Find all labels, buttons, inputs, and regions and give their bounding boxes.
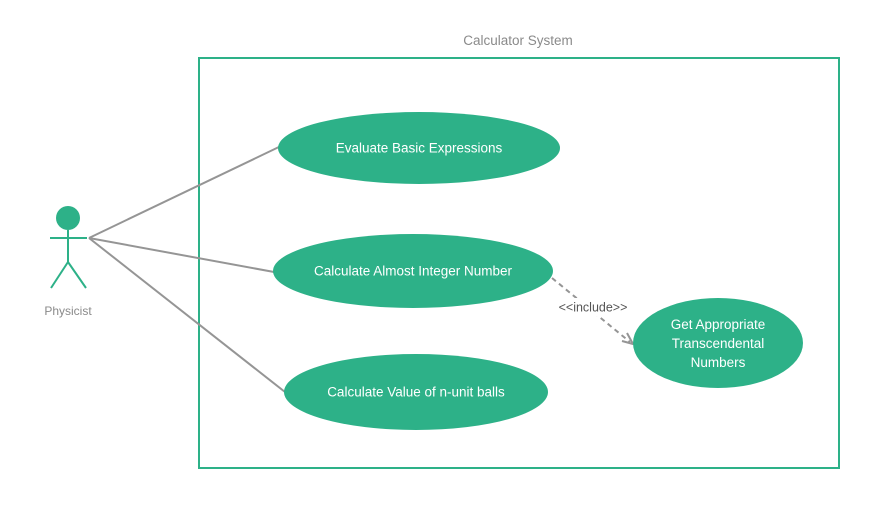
use-case-label-line-3: Numbers <box>691 355 746 370</box>
use-case-label-line-1: Get Appropriate <box>671 317 766 332</box>
use-case-label: Evaluate Basic Expressions <box>336 141 503 156</box>
system-boundary: Calculator System <box>198 33 840 469</box>
include-label-background <box>553 298 633 316</box>
stick-figure-actor-icon <box>50 206 87 289</box>
use-case-ellipse <box>633 298 803 388</box>
include-label: <<include>> <box>559 301 628 315</box>
use-case-ellipse <box>278 112 560 184</box>
use-case-label-line-2: Transcendental <box>672 336 765 351</box>
system-title: Calculator System <box>463 33 573 48</box>
use-case-label: Calculate Value of n-unit balls <box>327 385 505 400</box>
use-case-get-appropriate-transcendental-numbers[interactable]: Get Appropriate Transcendental Numbers <box>633 298 803 388</box>
use-case-ellipse <box>273 234 553 308</box>
actor-physicist[interactable]: Physicist <box>44 206 92 318</box>
include-dashed-line <box>551 277 631 343</box>
open-arrow-icon <box>621 332 634 345</box>
association-line-evaluate <box>88 145 282 239</box>
use-case-calculate-value-of-n-unit-balls[interactable]: Calculate Value of n-unit balls <box>284 354 548 430</box>
association-lines <box>88 145 286 393</box>
use-case-label: Calculate Almost Integer Number <box>314 264 513 279</box>
association-line-n-unit-balls <box>88 237 286 393</box>
association-line-almost-integer <box>88 237 275 273</box>
use-case-evaluate-basic-expressions[interactable]: Evaluate Basic Expressions <box>278 112 560 184</box>
system-boundary-box <box>198 57 840 469</box>
include-relationship: <<include>> <box>551 277 634 345</box>
actor-name: Physicist <box>44 304 92 318</box>
use-case-ellipse <box>284 354 548 430</box>
use-case-calculate-almost-integer-number[interactable]: Calculate Almost Integer Number <box>273 234 553 308</box>
